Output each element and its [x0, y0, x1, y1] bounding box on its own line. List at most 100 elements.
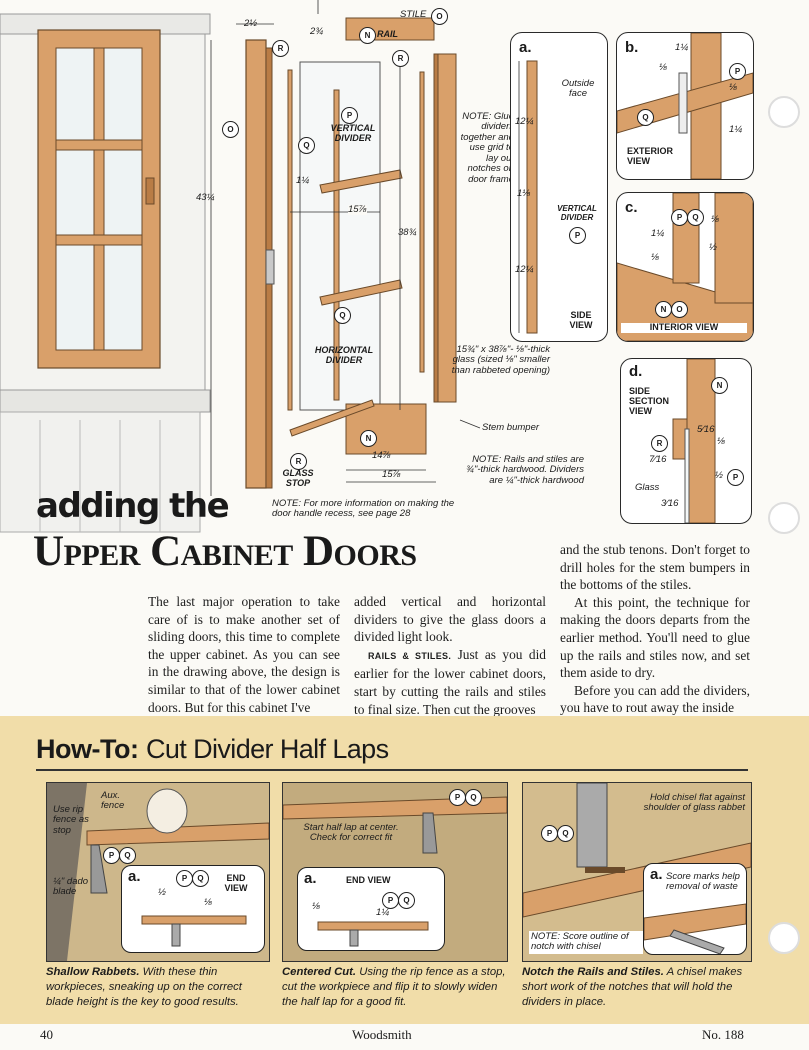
step3-inset-id: a. — [650, 866, 663, 883]
detail-a-dim1: 12¼ — [515, 116, 534, 127]
howto-tag: How-To: — [36, 734, 139, 764]
step2-illustration: P Q Start half lap at center. Check for … — [282, 782, 508, 962]
detail-d-d1: 5⁄16 — [697, 424, 715, 435]
detail-b-id: b. — [625, 39, 639, 56]
key-n-bottom: N — [360, 430, 377, 447]
key-o-stile: O — [431, 8, 448, 25]
title-small: adding the — [36, 486, 230, 526]
detail-c-id: c. — [625, 199, 638, 216]
step2-caption-body: Using the rip fence as a stop, cut the w… — [282, 966, 506, 1008]
step2-d1: ⅛ — [312, 901, 320, 912]
detail-d-section-view: d. SIDE SECTION VIEW N 5⁄16 ⅛ R 7⁄16 ½ P… — [620, 358, 752, 524]
body-column-2: added vertical and horizontal dividers t… — [354, 593, 546, 718]
detail-c-view: INTERIOR VIEW — [621, 322, 747, 333]
step1-inset-id: a. — [128, 868, 141, 885]
step2-inset-id: a. — [304, 870, 317, 887]
step1-inset-key-q: Q — [192, 870, 209, 887]
body-paragraph-5: At this point, the technique for making … — [560, 594, 750, 681]
detail-d-id: d. — [629, 363, 643, 380]
step3-key-p: P — [541, 825, 558, 842]
body-paragraph-4: and the stub tenons. Don't forget to dri… — [560, 542, 750, 593]
detail-d-view: SIDE SECTION VIEW — [629, 386, 670, 416]
detail-c-d3: ½ — [709, 242, 717, 253]
detail-c-key-n: N — [655, 301, 672, 318]
step1-key-q: Q — [119, 847, 136, 864]
dim-rail-length: 14⅞ — [372, 450, 391, 461]
step3-score-inset: a. Score marks help removal of waste — [643, 863, 747, 955]
dim-rail-length-2: 15⅞ — [382, 469, 401, 480]
body-paragraph-3-text: Just as you did earlier for the lower ca… — [354, 646, 546, 717]
detail-a-dim2: 1⅛ — [517, 188, 531, 199]
label-stile: STILE — [400, 9, 427, 20]
howto-rule — [36, 769, 748, 771]
howto-title: Cut Divider Half Laps — [145, 734, 389, 764]
step1-caption-body: With these thin workpieces, sneaking up … — [46, 966, 242, 1008]
body-paragraph-1: The last major operation to take care of… — [148, 594, 340, 715]
step2-inset-drawing — [317, 921, 429, 947]
detail-d-d5: 3⁄16 — [661, 498, 679, 509]
step3-key-q: Q — [557, 825, 574, 842]
glass-spec: 15¾" x 38⅞"- ⅛"-thick glass (sized ⅛" sm… — [451, 344, 550, 376]
step2-key-q: Q — [465, 789, 482, 806]
detail-b-view: EXTERIOR VIEW — [627, 146, 674, 166]
run-in-head-rails-stiles: RAILS & STILES. — [368, 650, 452, 661]
detail-a-divider: VERTICAL DIVIDER — [557, 204, 597, 222]
dim-glass-height: 38¾ — [398, 227, 417, 238]
step1-end-view: END VIEW — [224, 873, 248, 893]
label-vertical-divider: VERTICAL DIVIDER — [330, 123, 376, 143]
step3-note: NOTE: Score outline of notch with chisel — [529, 931, 643, 954]
detail-b-d1: 1¼ — [675, 42, 689, 53]
detail-a-drawing — [518, 60, 538, 334]
detail-c-key-o: O — [671, 301, 688, 318]
note-glue: NOTE: Glue dividers together and use gri… — [460, 111, 514, 185]
detail-d-d3: 7⁄16 — [649, 454, 667, 465]
howto-heading: How-To: Cut Divider Half Laps — [36, 734, 389, 764]
detail-b-d4: 1¼ — [729, 124, 743, 135]
step1-dado: ¼" dado blade — [53, 876, 89, 898]
step1-aux-fence: Aux. fence — [101, 790, 125, 812]
detail-c-d1: 1¼ — [651, 228, 665, 239]
body-column-3: and the stub tenons. Don't forget to dri… — [560, 541, 750, 717]
detail-a-view: SIDE VIEW — [569, 310, 593, 330]
step1-caption-head: Shallow Rabbets. — [46, 966, 140, 978]
step1-d1: ½ — [158, 887, 166, 898]
step3-illustration: Hold chisel flat against shoulder of gla… — [522, 782, 752, 962]
dim-stile-width: 2½ — [244, 18, 258, 29]
step2-inset-key-q: Q — [398, 892, 415, 909]
detail-b-key-p: P — [729, 63, 746, 80]
binder-hole-top — [768, 96, 800, 128]
detail-d-d4: ½ — [715, 470, 723, 481]
detail-a-outside-face: Outside face — [561, 78, 595, 100]
step2-caption-head: Centered Cut. — [282, 966, 357, 978]
label-rail: RAIL — [377, 29, 398, 39]
step3-caption-body: A chisel makes short work of the notches… — [522, 966, 743, 1008]
body-paragraph-6: Before you can add the dividers, you hav… — [560, 682, 750, 716]
key-q-top: Q — [298, 137, 315, 154]
binder-hole-middle — [768, 502, 800, 534]
detail-c-key-q: Q — [687, 209, 704, 226]
detail-d-key-p: P — [727, 469, 744, 486]
step1-d2: ⅛ — [204, 897, 212, 908]
binder-hole-bottom — [768, 922, 800, 954]
dim-height: 43¼ — [196, 192, 215, 203]
step3-score: Score marks help removal of waste — [666, 871, 740, 893]
key-p-vertical: P — [341, 107, 358, 124]
key-q-horizontal: Q — [334, 307, 351, 324]
key-r-top: R — [272, 40, 289, 57]
detail-a-key-p: P — [569, 227, 586, 244]
note-handle-recess: NOTE: For more information on making the… — [272, 498, 455, 520]
detail-d-drawing — [672, 359, 716, 523]
body-paragraph-3: RAILS & STILES. Just as you did earlier … — [354, 646, 546, 718]
step2-end-view-inset: a. END VIEW P Q ⅛ 1¼ — [297, 867, 445, 951]
step2-key-p: P — [449, 789, 466, 806]
detail-b-d3: ⅛ — [729, 82, 737, 93]
detail-c-drawing — [617, 193, 753, 341]
detail-b-exterior-view: b. 1¼ ⅛ ⅛ 1¼ P Q EXTERIOR VIEW — [616, 32, 754, 180]
detail-c-d2: ⅛ — [711, 214, 719, 225]
detail-c-d4: ⅛ — [651, 252, 659, 263]
step3-hold: Hold chisel flat against shoulder of gla… — [643, 792, 745, 814]
body-paragraph-2: added vertical and horizontal dividers t… — [354, 594, 546, 645]
dim-rail-width: 2¾ — [310, 26, 324, 37]
detail-d-key-n: N — [711, 377, 728, 394]
detail-c-interior-view: c. P Q ⅛ 1¼ ½ ⅛ N O INTERIOR VIEW — [616, 192, 754, 342]
